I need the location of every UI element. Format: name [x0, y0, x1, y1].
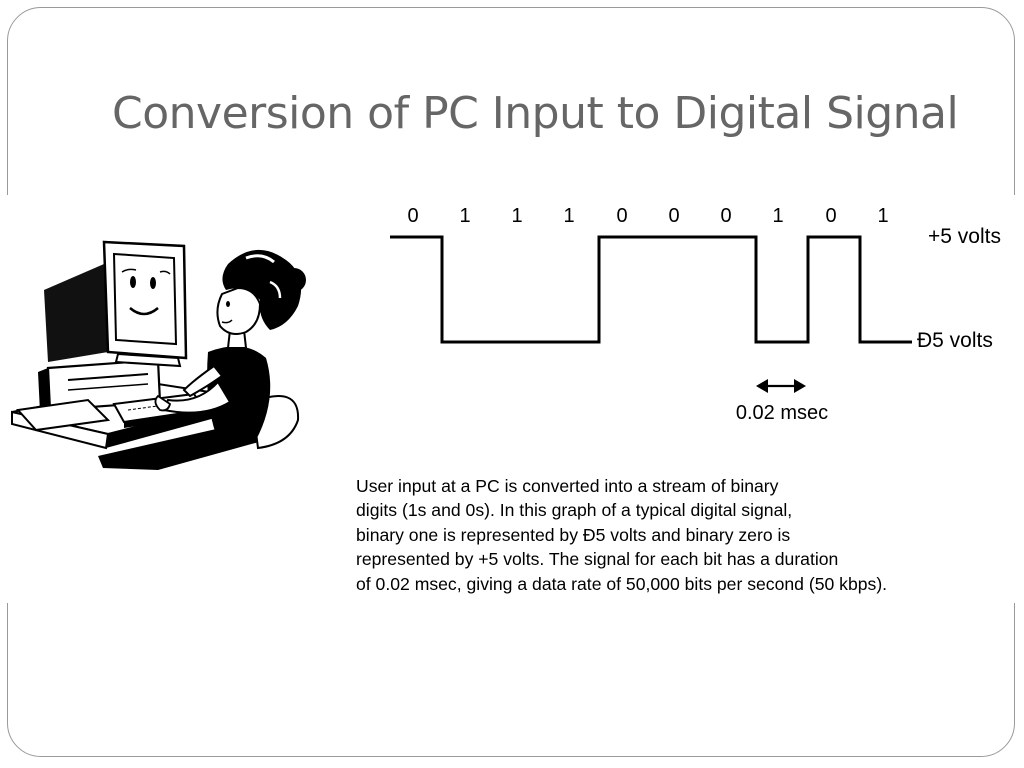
drive-slot — [67, 373, 149, 381]
slide-title: Conversion of PC Input to Digital Signal — [112, 88, 959, 139]
caption-line-1: User input at a PC is converted into a s… — [356, 476, 779, 496]
monitor-stand — [114, 352, 182, 368]
bit-label-6: 0 — [668, 205, 679, 227]
computer-base-side — [38, 368, 50, 412]
caption-line-3: binary one is represented by Đ5 volts an… — [356, 524, 791, 545]
bit-label-1: 0 — [407, 205, 418, 227]
digital-signal-diagram: 0 1 1 1 0 0 0 1 0 1 +5 volts Đ5 volts 0.… — [390, 205, 1001, 424]
screen-brow-left — [121, 268, 137, 273]
signal-waveform — [390, 235, 912, 344]
caption-line-2: digits (1s and 0s). In this graph of a t… — [356, 500, 793, 521]
bit-labels: 0 1 1 1 0 0 0 1 0 1 — [407, 205, 888, 227]
person-at-computer-icon — [11, 240, 306, 470]
hair-highlight — [245, 254, 275, 264]
bit-label-7: 0 — [720, 205, 731, 227]
monitor-screen — [112, 252, 178, 346]
low-level-label: Đ5 volts — [917, 329, 993, 352]
hair-bun — [282, 268, 306, 292]
person-hair — [222, 249, 302, 330]
bit-label-3: 1 — [511, 205, 522, 227]
bit-label-9: 0 — [825, 205, 836, 227]
person-mouth — [221, 319, 233, 324]
diagram-caption: User input at a PC is converted into a s… — [356, 474, 996, 596]
bit-label-5: 0 — [616, 205, 627, 227]
bit-duration-label: 0.02 msec — [736, 402, 828, 424]
bit-label-10: 1 — [877, 205, 888, 227]
monitor-back — [44, 264, 108, 362]
bit-label-4: 1 — [563, 205, 574, 227]
person-arm-2 — [182, 364, 224, 398]
person-face — [216, 286, 262, 335]
person-torso — [207, 346, 271, 440]
hair-highlight-2 — [269, 280, 282, 299]
drive-slot-2 — [67, 383, 149, 391]
screen-smile — [129, 307, 159, 316]
caption-line-5: of 0.02 msec, giving a data rate of 50,0… — [356, 573, 888, 594]
high-level-label: +5 volts — [928, 225, 1001, 248]
person-hand — [154, 394, 172, 412]
bit-label-2: 1 — [459, 205, 470, 227]
person-eye — [226, 301, 230, 307]
duration-arrow — [756, 379, 806, 393]
desk-papers — [16, 398, 111, 432]
screen-eye-right — [150, 277, 156, 289]
caption-line-4: represented by +5 volts. The signal for … — [356, 549, 839, 570]
keyboard-front — [124, 410, 204, 428]
bit-label-8: 1 — [772, 205, 783, 227]
screen-brow-right — [159, 270, 171, 275]
screen-eye-left — [130, 276, 136, 288]
